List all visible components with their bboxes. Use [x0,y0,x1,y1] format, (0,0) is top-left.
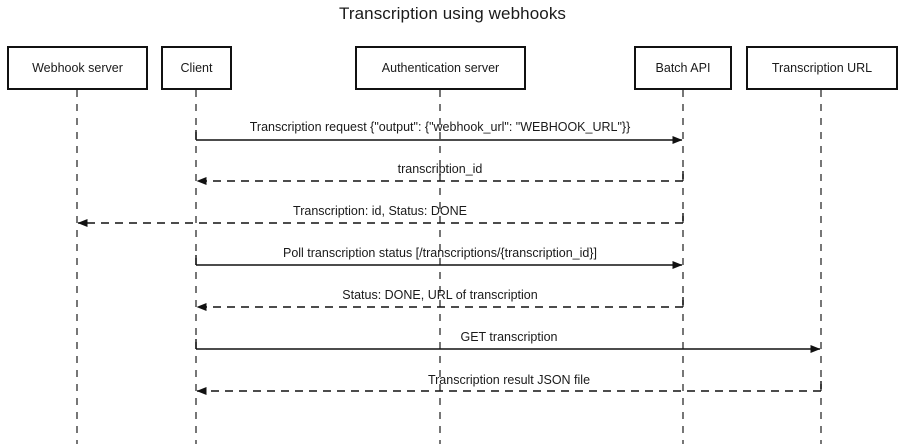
message-label-3: Transcription: id, Status: DONE [293,204,467,218]
message-label-4: Poll transcription status [/transcriptio… [282,246,598,260]
participant-box-batch-api[interactable]: Batch API [634,46,732,90]
participant-label: Authentication server [381,60,500,75]
participant-label: Webhook server [32,60,123,75]
message-label-7: Transcription result JSON file [427,373,591,387]
message-arrows-group [77,130,822,395]
participant-label: Transcription URL [771,60,873,75]
message-label-5: Status: DONE, URL of transcription [342,288,538,302]
participant-box-client[interactable]: Client [161,46,232,90]
participant-label: Client [180,60,213,75]
participant-box-authentication-server[interactable]: Authentication server [355,46,526,90]
participant-box-transcription-url[interactable]: Transcription URL [746,46,898,90]
participant-box-webhook-server[interactable]: Webhook server [7,46,148,90]
message-label-6: GET transcription [460,330,558,344]
participant-label: Batch API [655,60,711,75]
message-label-2: transcription_id [397,162,483,176]
diagram-title: Transcription using webhooks [338,4,567,23]
message-label-1: Transcription request {"output": {"webho… [249,120,631,134]
